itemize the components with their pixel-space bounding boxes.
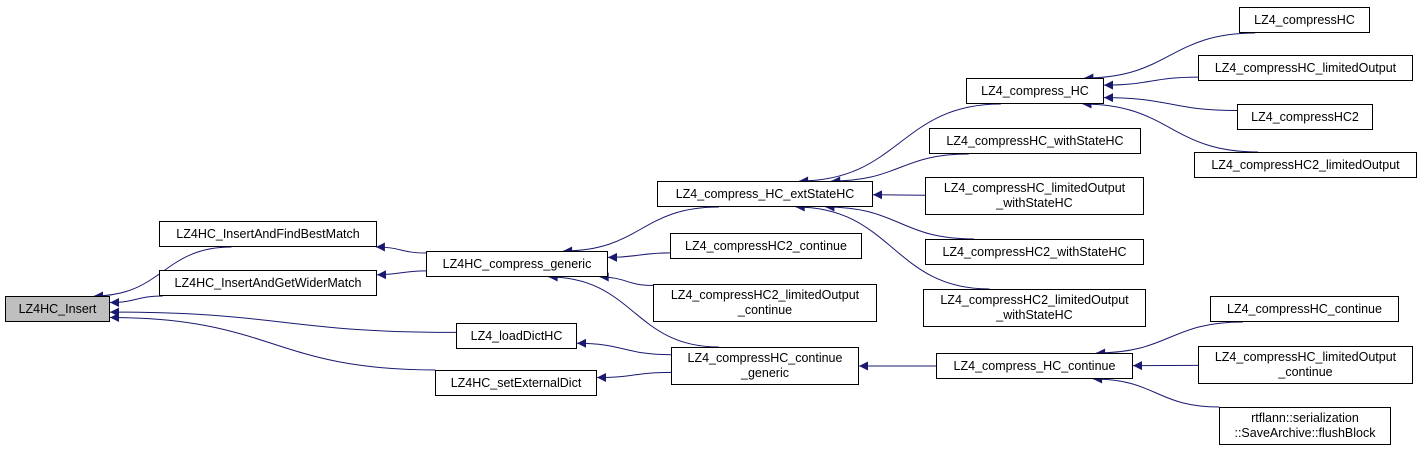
node-hc2-limited-with-state-line2: _withStateHC [996,308,1073,322]
node-find-best-match-label: LZ4HC_InsertAndFindBestMatch [176,226,360,241]
node-hc2-limited-continue-line1: LZ4_compressHC2_limitedOutput [670,288,860,302]
node-compresshc2-label: LZ4_compressHC2 [1251,109,1359,124]
node-limited-with-state[interactable]: LZ4_compressHC_limitedOutput _withStateH… [925,177,1144,215]
node-get-wider-match[interactable]: LZ4HC_InsertAndGetWiderMatch [159,270,377,296]
node-get-wider-match-label: LZ4HC_InsertAndGetWiderMatch [174,275,362,290]
edge-compresshc2-limited-to-compress-hc [1082,99,1259,153]
node-hc2-with-state[interactable]: LZ4_compressHC2_withStateHC [925,239,1144,265]
node-hc2-limited-with-state[interactable]: LZ4_compressHC2_limitedOutput _withState… [923,289,1146,327]
node-with-state[interactable]: LZ4_compressHC_withStateHC [929,128,1141,154]
node-with-state-label: LZ4_compressHC_withStateHC [946,133,1124,148]
edge-load-dict-to-insert [109,307,457,333]
node-compresshc-limited-continue-line1: LZ4_compressHC_limitedOutput [1214,350,1397,364]
node-hc2-continue-label: LZ4_compressHC2_continue [685,238,847,253]
edge-compresshc2-to-compress-hc [1103,93,1238,111]
node-continue-generic-line1: LZ4_compressHC_continue [687,351,843,365]
node-flush-block-line1: rtflann::serialization [1251,411,1359,425]
node-compresshc2-limited-label: LZ4_compressHC2_limitedOutput [1211,157,1400,172]
edge-hc2-continue-to-compress-generic [607,252,671,262]
node-compresshc-limited[interactable]: LZ4_compressHC_limitedOutput [1198,55,1413,81]
node-limited-with-state-line1: LZ4_compressHC_limitedOutput [943,181,1126,195]
node-compress-hc-continue[interactable]: LZ4_compress_HC_continue [936,353,1133,379]
edge-hc2-limited-continue-to-compress-generic [599,272,654,286]
node-set-external-dict-label: LZ4HC_setExternalDict [450,375,582,390]
edge-hc2-limited-with-state-to-ext-state [795,202,990,290]
node-find-best-match[interactable]: LZ4HC_InsertAndFindBestMatch [159,221,377,247]
edge-continue-generic-to-compress-generic [548,272,719,348]
node-compress-hc[interactable]: LZ4_compress_HC [966,78,1104,104]
node-limited-with-state-line2: _withStateHC [996,196,1073,210]
node-compress-hc-continue-label: LZ4_compress_HC_continue [953,358,1116,373]
node-compresshc-limited-continue[interactable]: LZ4_compressHC_limitedOutput _continue [1198,346,1413,384]
node-ext-state[interactable]: LZ4_compress_HC_extStateHC [657,181,873,207]
edge-get-wider-match-to-insert [109,295,163,307]
node-hc2-limited-continue[interactable]: LZ4_compressHC2_limitedOutput _continue [653,284,877,322]
node-compresshc-continue[interactable]: LZ4_compressHC_continue [1210,296,1399,322]
node-ext-state-label: LZ4_compress_HC_extStateHC [675,186,855,201]
edge-with-state-to-ext-state [831,153,969,186]
node-hc2-continue[interactable]: LZ4_compressHC2_continue [670,233,862,259]
edge-ext-state-to-compress-generic [563,206,719,256]
node-compresshc2-limited[interactable]: LZ4_compressHC2_limitedOutput [1194,152,1417,178]
node-compress-generic[interactable]: LZ4HC_compress_generic [426,251,608,277]
node-flush-block[interactable]: rtflann::serialization ::SaveArchive::fl… [1219,407,1391,445]
node-insert-label: LZ4HC_Insert [18,301,97,316]
node-load-dict-label: LZ4_loadDictHC [470,328,563,343]
node-compresshc-limited-continue-line2: _continue [1278,365,1333,379]
edge-set-external-dict-to-insert [109,313,436,371]
node-compress-generic-label: LZ4HC_compress_generic [442,256,592,271]
node-compresshc-limited-label: LZ4_compressHC_limitedOutput [1214,60,1397,75]
node-compresshc[interactable]: LZ4_compressHC [1239,7,1370,33]
edge-compress-generic-to-find-best-match [375,242,427,254]
node-compresshc2[interactable]: LZ4_compressHC2 [1237,104,1373,130]
edge-hc2-with-state-to-ext-state [825,202,975,240]
edge-compresshc-limited-to-compress-hc [1103,76,1199,90]
node-hc2-limited-continue-line2: _continue [737,303,793,317]
node-insert: LZ4HC_Insert [5,296,110,322]
node-hc2-limited-with-state-line1: LZ4_compressHC2_limitedOutput [940,293,1129,307]
node-set-external-dict[interactable]: LZ4HC_setExternalDict [435,370,597,396]
edge-compresshc-to-compress-hc [1084,32,1256,83]
node-continue-generic[interactable]: LZ4_compressHC_continue _generic [671,347,859,385]
node-continue-generic-line2: _generic [741,366,789,380]
node-compresshc-continue-label: LZ4_compressHC_continue [1227,301,1382,316]
edge-continue-generic-to-set-external-dict [596,371,672,382]
edge-flush-block-to-compress-hc-continue [1093,374,1220,408]
node-compress-hc-label: LZ4_compress_HC [981,83,1089,98]
node-load-dict[interactable]: LZ4_loadDictHC [456,323,577,349]
node-flush-block-line2: ::SaveArchive::flushBlock [1234,426,1376,440]
node-hc2-with-state-label: LZ4_compressHC2_withStateHC [942,244,1127,259]
node-compresshc-label: LZ4_compressHC [1254,12,1355,27]
edge-compresshc-continue-to-compress-hc-continue [1096,321,1243,358]
edge-compress-generic-to-get-wider-match [376,270,427,280]
edge-continue-generic-to-load-dict [576,338,672,356]
